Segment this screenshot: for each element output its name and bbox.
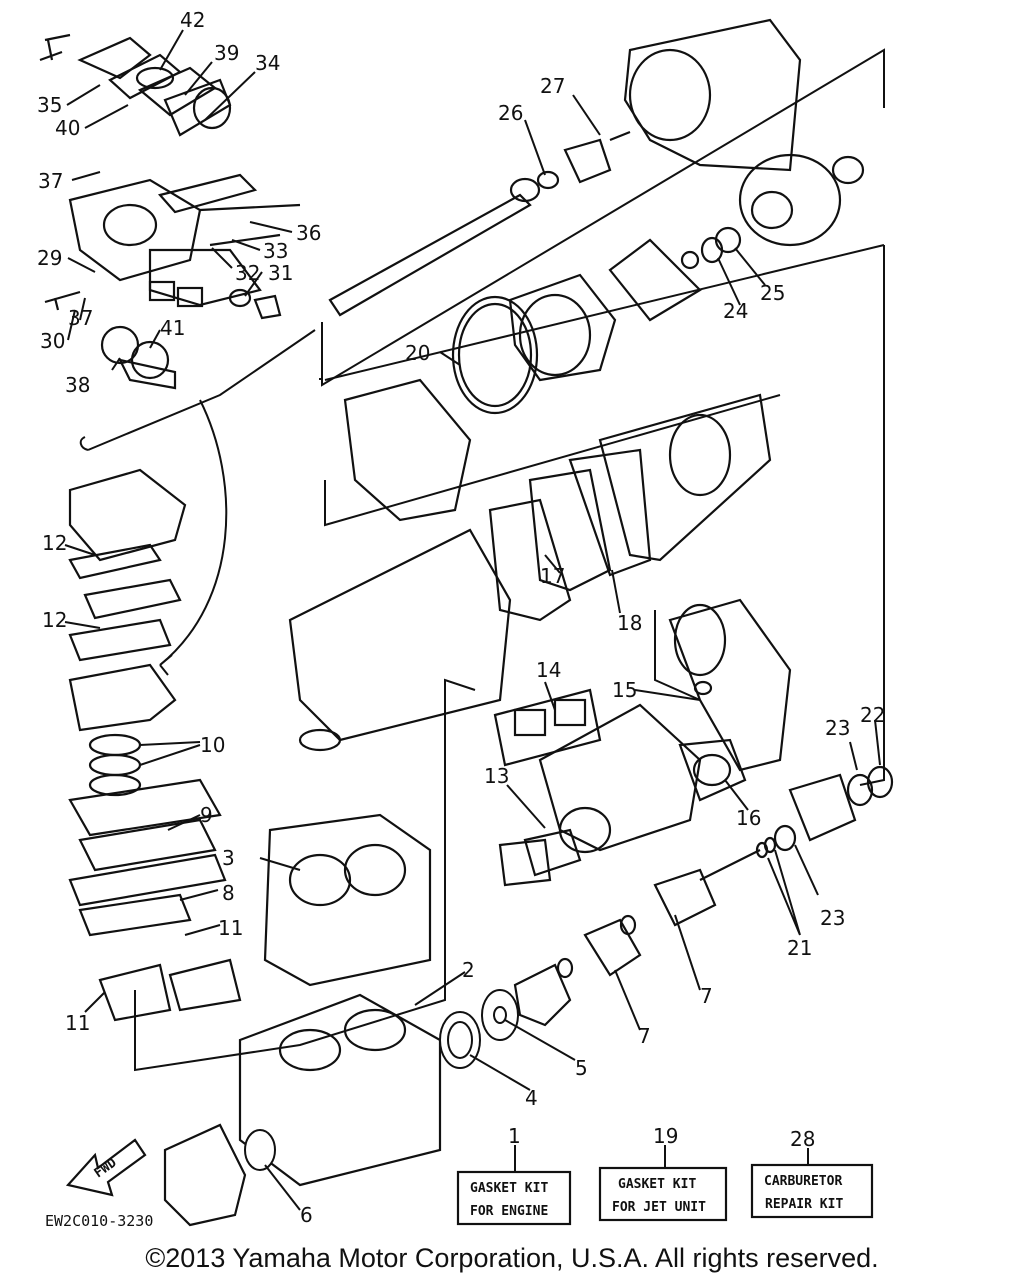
kit-box-jet-unit: GASKET KIT FOR JET UNIT [598,1145,728,1222]
callout-42: 42 [180,8,205,32]
callout-37-bottom: 37 [68,306,93,330]
callout-19: 19 [653,1124,678,1148]
callout-23-bottom: 23 [820,906,845,930]
callout-15: 15 [612,678,637,702]
callout-30: 30 [40,329,65,353]
carburetor-assembly [39,33,316,451]
callout-14: 14 [536,658,561,682]
callout-36: 36 [296,221,321,245]
callout-7-left: 7 [638,1024,651,1048]
callout-11-left: 11 [65,1011,90,1035]
diagram-code: EW2C010-3230 [45,1212,153,1230]
callout-8: 8 [222,881,235,905]
callout-37-top: 37 [38,169,63,193]
exploded-parts-diagram: FWD EW2C010-3230 GASKET KIT FOR ENGINE G… [37,8,894,1230]
kit-jet-line2: FOR JET UNIT [612,1200,706,1215]
callout-20: 20 [405,341,430,365]
callout-12-bottom: 12 [42,608,67,632]
callout-40: 40 [55,116,80,140]
kit-box-engine: GASKET KIT FOR ENGINE [456,1145,572,1226]
callout-21: 21 [787,936,812,960]
kit-engine-line1: GASKET KIT [470,1181,548,1196]
jet-pump-assembly [319,18,885,786]
callout-7-right: 7 [700,984,713,1008]
callout-4: 4 [525,1086,538,1110]
callout-10: 10 [200,733,225,757]
callout-3: 3 [222,846,235,870]
callout-23-top: 23 [825,716,850,740]
callout-28: 28 [790,1127,815,1151]
callout-5: 5 [575,1056,588,1080]
copyright-notice: ©2013 Yamaha Motor Corporation, U.S.A. A… [145,1243,879,1273]
callout-41: 41 [160,316,185,340]
callout-34: 34 [255,51,280,75]
exhaust-assembly [288,393,792,887]
callout-35: 35 [37,93,62,117]
fwd-arrow: FWD [65,1138,147,1197]
callout-22: 22 [860,703,885,727]
callout-6: 6 [300,1203,313,1227]
callout-1: 1 [508,1124,521,1148]
kit-jet-line1: GASKET KIT [618,1177,696,1192]
callout-11-right: 11 [218,916,243,940]
callout-9: 9 [200,803,213,827]
callout-24: 24 [723,299,748,323]
callout-32: 32 [235,261,260,285]
kit-engine-line2: FOR ENGINE [470,1204,548,1219]
callout-25: 25 [760,281,785,305]
callout-39: 39 [214,41,239,65]
callout-2: 2 [462,958,475,982]
callout-38: 38 [65,373,90,397]
callout-17: 17 [540,564,565,588]
callout-numbers: 42 39 34 35 40 37 36 33 29 32 31 37 30 4… [37,8,885,1227]
callout-18: 18 [617,611,642,635]
kit-carb-line2: REPAIR KIT [765,1197,843,1212]
leader-lines [64,29,881,1211]
callout-16: 16 [736,806,761,830]
callout-29: 29 [37,246,62,270]
callout-26: 26 [498,101,523,125]
kit-carb-line1: CARBURETOR [764,1174,842,1189]
callout-13: 13 [484,764,509,788]
callout-27: 27 [540,74,565,98]
callout-12-top: 12 [42,531,67,555]
kit-box-carburetor: CARBURETOR REPAIR KIT [750,1148,874,1219]
cylinder-crankcase [134,678,894,1227]
callout-31: 31 [268,261,293,285]
callout-33: 33 [263,239,288,263]
